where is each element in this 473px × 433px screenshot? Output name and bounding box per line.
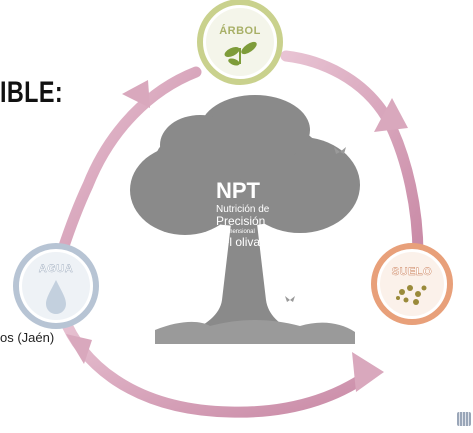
page-heading: IBLE:: [0, 76, 64, 109]
butterfly-icons: [285, 147, 346, 302]
soil-icon: [396, 285, 427, 305]
node-arbol: ÁRBOL: [197, 0, 283, 85]
corner-logo: [457, 412, 471, 426]
npt-line-2: Precisión: [216, 214, 265, 228]
arrowhead-agua: [66, 334, 92, 364]
water-drop-icon: [46, 280, 66, 314]
node-arbol-label: ÁRBOL: [219, 24, 261, 37]
center-tree: [130, 95, 360, 344]
sprout-icon: [224, 41, 257, 66]
node-suelo-label: SUELO: [392, 266, 432, 278]
arrowhead-right: [374, 98, 408, 132]
npt-line-4: del olivar: [216, 235, 264, 249]
location-caption: os (Jaén): [0, 330, 55, 345]
arrow-arbol-to-agua: [56, 66, 202, 258]
arrowhead-bottom: [352, 352, 384, 392]
node-agua: AGUA: [13, 243, 99, 329]
arrow-heads: [66, 80, 408, 392]
npt-logo: NPT Nutrición de Precisión Tridimensiona…: [216, 178, 270, 249]
npt-line-1: Nutrición de: [216, 204, 270, 215]
npt-line-3: Tridimensional: [216, 229, 255, 235]
node-suelo: SUELO: [371, 243, 453, 325]
npt-title: NPT: [216, 178, 261, 203]
node-agua-label: AGUA: [39, 263, 73, 275]
arrowhead-left: [122, 80, 150, 108]
